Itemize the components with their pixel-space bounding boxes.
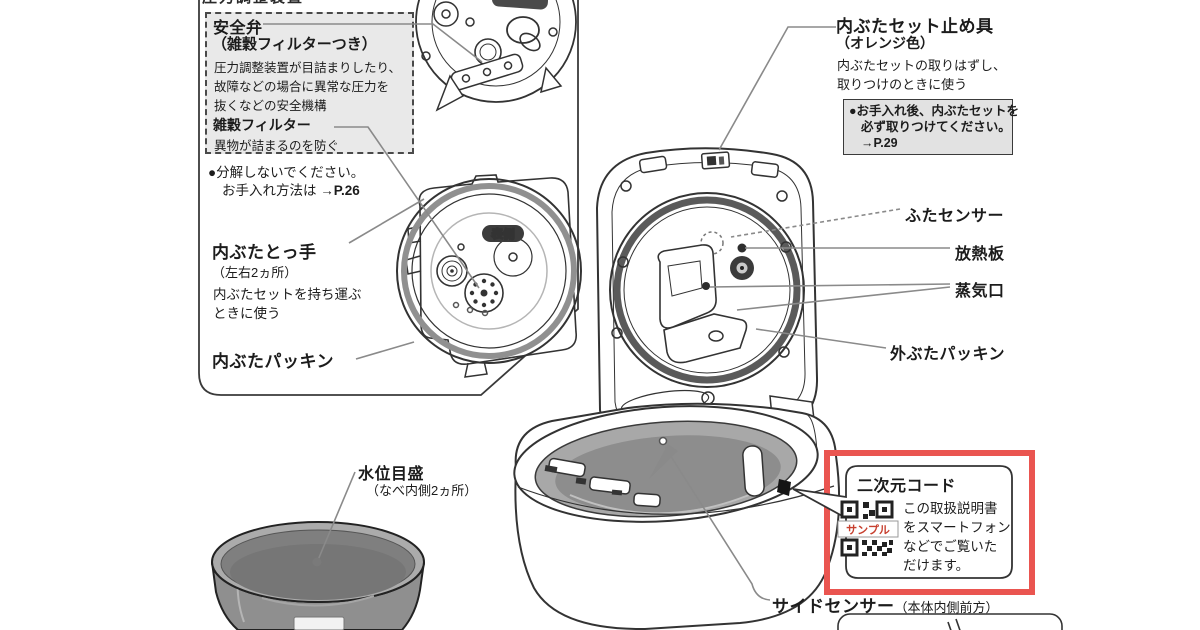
set-stopper-desc2: 取りつけのときに使う — [837, 77, 968, 92]
qr-callout-title: 二次元コード — [857, 478, 957, 495]
leader-lid-sensor — [730, 208, 901, 238]
leader-outer-packing — [755, 328, 887, 349]
clipped-top-text: 圧力調整装置 — [202, 0, 332, 7]
water-level-sub: （なべ内側2ヵ所） — [366, 483, 478, 498]
inner-lid-clip — [700, 151, 731, 170]
inner-lid-handle-label: 内ぶたとっ手 — [212, 243, 317, 262]
safety-valve-desc1: 圧力調整装置が目詰まりしたり、 — [214, 61, 402, 75]
cooker-body-illustration — [513, 402, 841, 630]
safety-valve-title: 安全弁 — [213, 20, 263, 37]
qr-desc4: だけます。 — [903, 558, 970, 573]
steam-port-label: 蒸気口 — [955, 283, 1005, 300]
side-sensor-detail-box — [837, 613, 1063, 630]
lid-sensor-label: ふたセンサー — [905, 208, 1005, 225]
side-sensor-arrow — [649, 444, 678, 479]
inner-lid-packing-label: 内ぶたパッキン — [212, 352, 334, 371]
caution-line1: ●分解しないでください。 — [208, 165, 365, 180]
page-ref-26: →P.26 — [320, 183, 360, 198]
leader-steam-port-a — [709, 283, 951, 288]
inner-lid-group-frame — [198, 0, 579, 396]
qr-sample-text: サンプル — [846, 523, 890, 537]
heat-plate-label: 放熱板 — [955, 246, 1005, 263]
set-stopper-sub: （オレンジ色） — [836, 35, 934, 51]
safety-valve-info-box — [205, 12, 414, 154]
leader-lines — [263, 23, 951, 601]
safety-valve-illustration — [415, 0, 577, 112]
leader-grain-filter — [334, 126, 480, 289]
leader-set-stopper — [718, 26, 836, 151]
leader-side-sensor — [664, 446, 771, 601]
inner-lid-handle-desc1: 内ぶたセットを持ち運ぶ — [213, 287, 362, 302]
side-sensor-sub: （本体内側前方） — [894, 600, 999, 615]
grain-filter-title: 雑穀フィルター — [213, 117, 311, 133]
side-sensor-label-row: サイドセンサー （本体内側前方） — [772, 592, 999, 617]
inner-lid-set-illustration: 表側 — [396, 174, 582, 378]
set-stopper-label: 内ぶたセット止め具 — [836, 17, 994, 36]
stopper-note-box: ●お手入れ後、内ぶたセットを 必ず取りつけてください。 →P.29 — [843, 99, 1020, 155]
leader-safety-valve — [263, 23, 483, 63]
outer-packing-label: 外ぶたパッキン — [890, 346, 1006, 363]
leader-water-level — [317, 471, 356, 561]
side-sensor-label: サイドセンサー — [772, 597, 895, 616]
safety-valve-desc2: 故障などの場合に異常な圧力を — [214, 80, 390, 94]
stopper-note-line1: ●お手入れ後、内ぶたセットを — [849, 104, 1020, 118]
leader-steam-port-b — [736, 286, 951, 311]
qr-desc1: この取扱説明書 — [903, 501, 998, 516]
red-highlight-frame — [824, 450, 1035, 595]
set-stopper-desc1: 内ぶたセットの取りはずし、 — [837, 58, 1007, 73]
grain-filter-desc: 異物が詰まるのを防ぐ — [214, 139, 340, 153]
stopper-note-ref: →P.29 — [861, 136, 898, 150]
caution-line2: お手入れ方法は →P.26 — [222, 183, 360, 198]
qr-location-mark — [777, 479, 791, 496]
inner-lid-handle-desc2: ときに使う — [213, 306, 281, 321]
front-side-badge: 表側 — [482, 225, 524, 242]
qr-highlight: サンプル — [792, 450, 1035, 595]
leader-inner-lid-handle — [348, 198, 425, 244]
grain-filter-front — [464, 273, 504, 313]
qr-desc3: などでご覧いた — [903, 539, 998, 554]
stopper-note-line2: 必ず取りつけてください。 — [861, 120, 1011, 134]
inner-lid-handle-sub: （左右2ヵ所） — [212, 265, 298, 280]
svg-text:表側: 表側 — [491, 227, 515, 241]
leader-inner-lid-packing — [355, 341, 415, 360]
water-level-label: 水位目盛 — [358, 466, 425, 483]
qr-code-sample: サンプル — [837, 500, 899, 557]
safety-valve-desc3: 抜くなどの安全機構 — [214, 99, 327, 113]
inner-pot-illustration — [211, 521, 425, 630]
safety-valve-title2: （雑穀フィルターつき） — [212, 36, 377, 53]
qr-desc2: をスマートフォン — [903, 520, 1011, 535]
